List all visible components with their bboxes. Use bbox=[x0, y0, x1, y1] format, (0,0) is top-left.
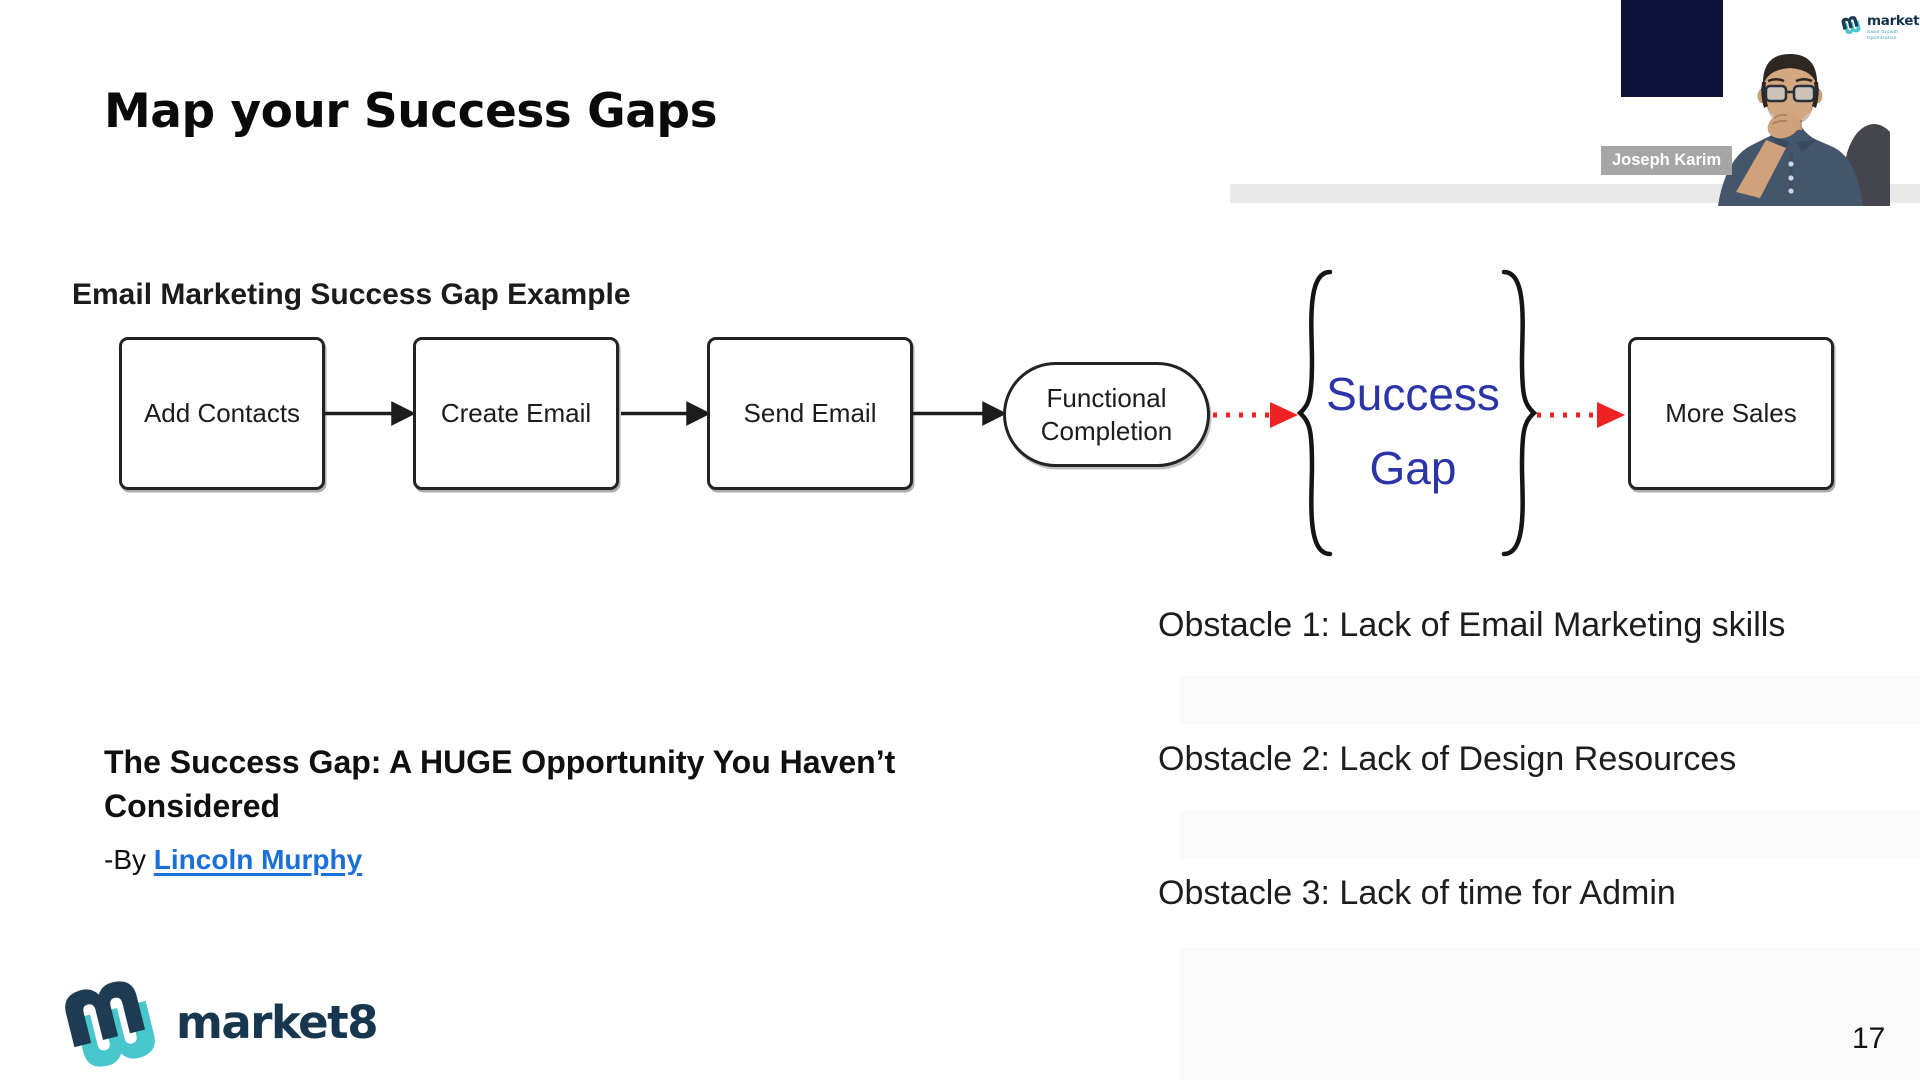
obstacle-2: Obstacle 2: Lack of Design Resources bbox=[1158, 740, 1737, 778]
market8-logo-wordmark: market8 bbox=[176, 996, 379, 1049]
red-dotted-arrow bbox=[1213, 402, 1625, 428]
article-byline: -By Lincoln Murphy bbox=[104, 844, 1024, 876]
success-gap-diagram: Email Marketing Success Gap Example bbox=[0, 260, 1920, 590]
article-reference: The Success Gap: A HUGE Opportunity You … bbox=[104, 740, 1024, 876]
diagram-node-create-email: Create Email bbox=[413, 337, 619, 490]
background-band bbox=[1180, 810, 1920, 858]
webcam-brand-name: market8 bbox=[1867, 13, 1920, 29]
webcam-name-label: Joseph Karim bbox=[1601, 146, 1733, 175]
webcam-brand-logo: market8 SaaS Growth Optimization bbox=[1840, 14, 1920, 41]
webcam-dark-rectangle bbox=[1621, 0, 1723, 97]
diagram-node-add-contacts: Add Contacts bbox=[119, 337, 325, 490]
page-number: 17 bbox=[1852, 1022, 1886, 1055]
node-label: Add Contacts bbox=[143, 398, 301, 429]
diagram-heading: Email Marketing Success Gap Example bbox=[72, 278, 631, 311]
lincoln-murphy-link[interactable]: Lincoln Murphy bbox=[153, 844, 363, 875]
diagram-node-success-gap: Success Gap bbox=[1326, 368, 1500, 494]
market8-logo-icon bbox=[1840, 15, 1862, 35]
diagram-connectors bbox=[325, 269, 1625, 557]
diagram-node-send-email: Send Email bbox=[707, 337, 913, 490]
obstacle-3: Obstacle 3: Lack of time for Admin bbox=[1158, 874, 1676, 912]
page-title: Map your Success Gaps bbox=[104, 84, 718, 139]
webcam-brand-tagline: SaaS Growth Optimization bbox=[1867, 28, 1899, 41]
diagram-node-functional-completion: Functional Completion bbox=[1003, 362, 1210, 467]
node-label: Send Email bbox=[743, 398, 877, 429]
article-title: The Success Gap: A HUGE Opportunity You … bbox=[104, 744, 896, 824]
node-label: Create Email bbox=[440, 398, 592, 429]
curly-braces bbox=[1296, 269, 1538, 557]
webcam-overlay: market8 SaaS Growth Optimization bbox=[1590, 0, 1920, 206]
background-band bbox=[1180, 676, 1920, 724]
byline-prefix: -By bbox=[104, 844, 154, 875]
market8-logo-icon bbox=[61, 977, 159, 1071]
node-label: More Sales bbox=[1665, 398, 1797, 429]
webcam-brand-text: market8 SaaS Growth Optimization bbox=[1867, 14, 1920, 41]
webcam-person bbox=[1718, 54, 1890, 206]
node-label: Functional Completion bbox=[1040, 383, 1173, 446]
background-band bbox=[1180, 948, 1920, 1080]
diagram-node-more-sales: More Sales bbox=[1628, 337, 1834, 490]
solid-arrow bbox=[325, 401, 1007, 426]
obstacle-1: Obstacle 1: Lack of Email Marketing skil… bbox=[1158, 606, 1786, 644]
